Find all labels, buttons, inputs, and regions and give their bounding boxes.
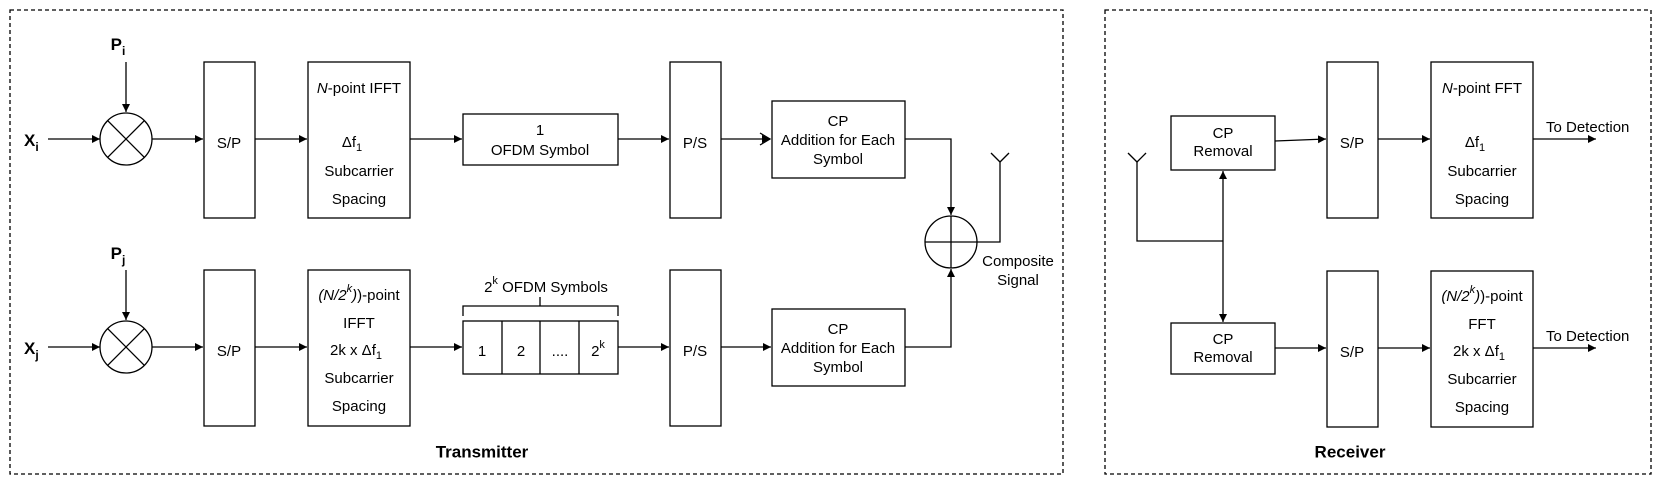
rx-fft-sub-2: Subcarrier bbox=[1447, 371, 1516, 388]
tx-sp-label-2: S/P bbox=[217, 343, 241, 360]
rx-fft-spacing-2: Spacing bbox=[1455, 399, 1509, 416]
receiver-panel bbox=[1104, 9, 1652, 475]
tx-cp1-line2: Addition for Each bbox=[781, 132, 895, 149]
input-xj-label: Xj bbox=[24, 339, 39, 362]
tx-ifft-box-2 bbox=[307, 269, 411, 427]
wire-adder-antenna bbox=[977, 162, 1001, 243]
tx-ifft-delta-1: Δf1 bbox=[342, 134, 362, 154]
tx-cp2-line1: CP bbox=[828, 321, 849, 338]
tx-cp1-line1: CP bbox=[828, 113, 849, 130]
tx-ofdm-symbols-title: 2k OFDM Symbols bbox=[484, 275, 608, 296]
tx-ps-box-2 bbox=[669, 269, 722, 427]
rx-cp-box-1 bbox=[1170, 115, 1276, 171]
tx-cp2-line2: Addition for Each bbox=[781, 340, 895, 357]
power-pj-label: Pj bbox=[111, 244, 126, 267]
rx-sp-box-1 bbox=[1326, 61, 1379, 219]
rx-fft-spacing-1: Spacing bbox=[1455, 191, 1509, 208]
tx-ifft-spacing-1: Spacing bbox=[332, 191, 386, 208]
rx-fft-label-2: FFT bbox=[1468, 316, 1496, 333]
tx-ifft-sub-2: Subcarrier bbox=[324, 370, 393, 387]
tx-ofdm-cell-2: 2 bbox=[517, 343, 525, 360]
rx-cp2-line2: Removal bbox=[1193, 349, 1252, 366]
wire-cp1-adder bbox=[905, 138, 955, 215]
rx-fft-spacing-val-2: 2k x Δf1 bbox=[1453, 343, 1505, 363]
rx-out-label-1: To Detection bbox=[1546, 119, 1629, 136]
tx-sp-box-2 bbox=[203, 269, 256, 427]
wire-rx-antenna bbox=[1136, 162, 1223, 242]
rx-antenna-icon bbox=[1127, 152, 1147, 163]
tx-ifft-spacing-2: Spacing bbox=[332, 398, 386, 415]
composite-label-2: Signal bbox=[997, 272, 1039, 289]
rx-sp-label-1: S/P bbox=[1340, 135, 1364, 152]
multiplier-1 bbox=[99, 112, 153, 166]
tx-cp2-line3: Symbol bbox=[813, 359, 863, 376]
tx-ps-label-2: P/S bbox=[683, 343, 707, 360]
rx-fft-box-1 bbox=[1430, 61, 1534, 219]
receiver-title: Receiver bbox=[1315, 442, 1386, 461]
rx-cp1-line1: CP bbox=[1213, 125, 1234, 142]
rx-sp-box-2 bbox=[1326, 270, 1379, 428]
tx-ofdm-bracket bbox=[462, 305, 619, 316]
wire-rx-cp1-sp bbox=[1274, 135, 1327, 144]
rx-fft-box-2 bbox=[1430, 270, 1534, 428]
tx-ps-box-1 bbox=[669, 61, 722, 219]
rx-fft-sub-1: Subcarrier bbox=[1447, 163, 1516, 180]
rx-sp-label-2: S/P bbox=[1340, 344, 1364, 361]
transmitter-panel bbox=[9, 9, 1064, 475]
composite-label-1: Composite bbox=[982, 253, 1054, 270]
rx-fft-title-1: N-point FFT bbox=[1442, 80, 1522, 97]
wire-cp2-adder bbox=[905, 269, 955, 348]
tx-ifft-title-2: (N/2k))-point bbox=[318, 283, 400, 304]
rx-cp-box-2 bbox=[1170, 322, 1276, 375]
transmitter-title: Transmitter bbox=[436, 442, 529, 461]
tx-ifft-spacing-val-2: 2k x Δf1 bbox=[330, 342, 382, 362]
rx-fft-title-2: (N/2k))-point bbox=[1441, 284, 1523, 305]
multiplier-2 bbox=[99, 320, 153, 374]
tx-ofdm-box-1 bbox=[462, 113, 619, 166]
tx-antenna-icon bbox=[990, 152, 1010, 163]
tx-ofdm-cell-1: 1 bbox=[478, 343, 486, 360]
rx-fft-delta-1: Δf1 bbox=[1465, 134, 1485, 154]
tx-ps-label-1: P/S bbox=[683, 135, 707, 152]
tx-ofdm-cell-last: 2k bbox=[591, 339, 605, 360]
tx-cp1-line3: Symbol bbox=[813, 151, 863, 168]
tx-sp-box-1 bbox=[203, 61, 256, 219]
power-pi-label: Pi bbox=[111, 35, 126, 58]
tx-cp-box-2 bbox=[771, 308, 906, 387]
tx-ifft-box-1 bbox=[307, 61, 411, 219]
tx-ifft-title-1: N-point IFFT bbox=[317, 80, 401, 97]
rx-out-label-2: To Detection bbox=[1546, 328, 1629, 345]
adder bbox=[924, 215, 978, 269]
tx-ifft-label-2: IFFT bbox=[343, 315, 375, 332]
rx-cp2-line1: CP bbox=[1213, 331, 1234, 348]
rx-cp1-line2: Removal bbox=[1193, 143, 1252, 160]
tx-ifft-sub-1: Subcarrier bbox=[324, 163, 393, 180]
tx-open-arrow bbox=[759, 132, 772, 146]
tx-cp-box-1 bbox=[771, 100, 906, 179]
input-xi-label: Xi bbox=[24, 131, 39, 154]
tx-ofdm-1-label: OFDM Symbol bbox=[491, 142, 589, 159]
tx-ofdm-1-num: 1 bbox=[536, 122, 544, 139]
tx-ofdm-cell-3: .... bbox=[552, 343, 569, 360]
tx-sp-label-1: S/P bbox=[217, 135, 241, 152]
